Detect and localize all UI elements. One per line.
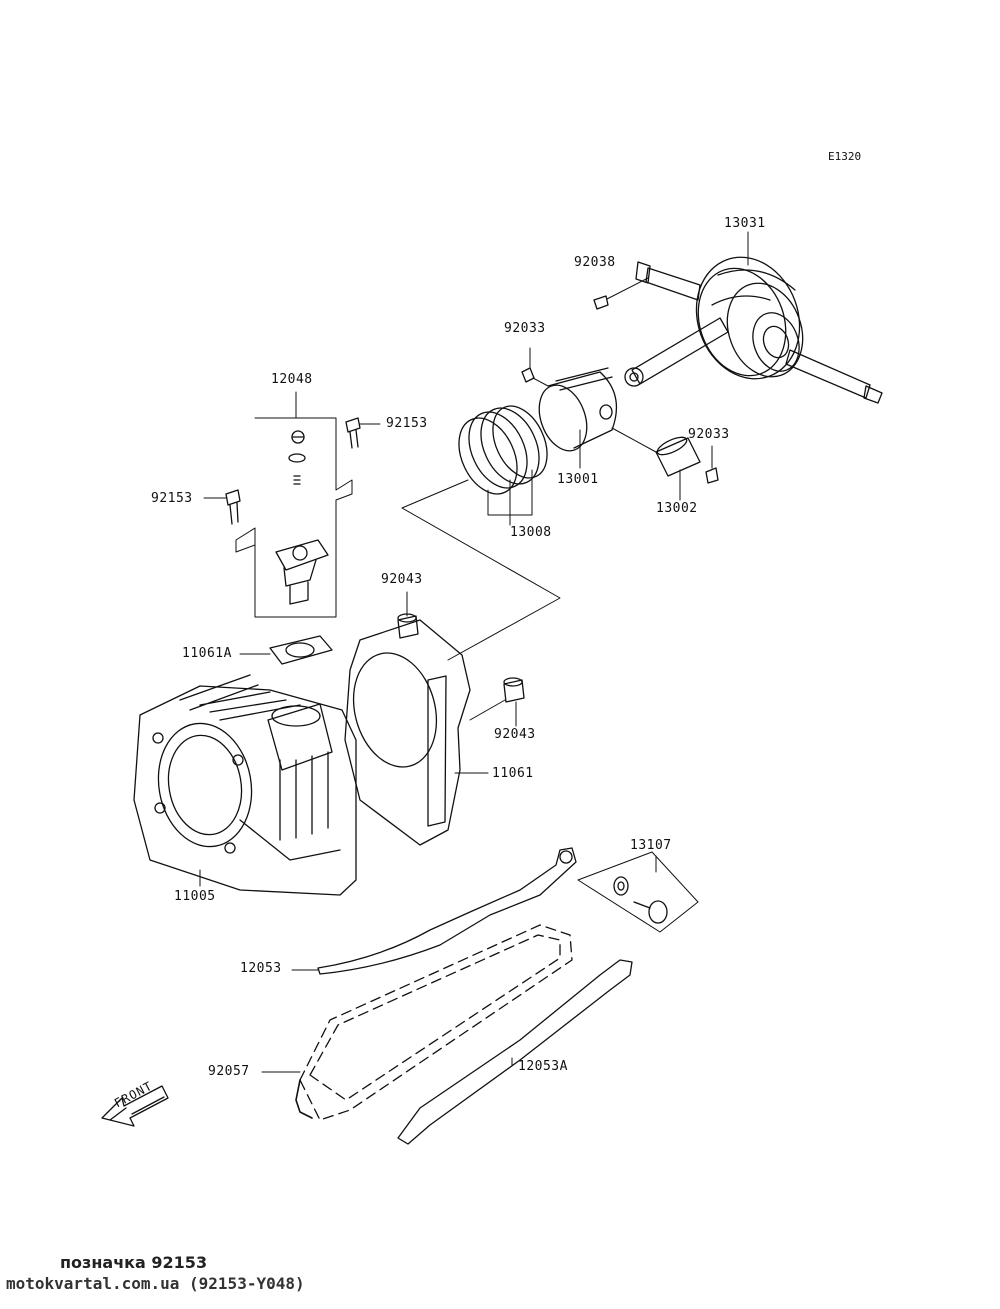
gasket-11061A [269,635,333,665]
part-label-92153-left: 92153 [151,491,193,506]
part-label-13031: 13031 [724,216,766,231]
cam-chain-92057 [299,924,573,1121]
bolt-set-13107 [577,851,699,933]
part-label-92043-top: 92043 [381,572,423,587]
leader-92043-bottom [469,699,506,721]
clip-92033-top [521,367,535,383]
part-label-92043-bottom: 92043 [494,727,536,742]
part-label-13002: 13002 [656,501,698,516]
key-92038 [593,295,609,310]
part-label-12053A: 12053A [518,1059,568,1074]
part-label-92033-top: 92033 [504,321,546,336]
part-label-12048: 12048 [271,372,313,387]
crankshaft-13031 [624,256,883,404]
part-label-11061: 11061 [492,766,534,781]
part-label-13107: 13107 [630,838,672,853]
part-label-13001: 13001 [557,472,599,487]
piston-pin-13002 [655,436,701,477]
diagram-code: E1320 [828,150,862,163]
part-label-11061A: 11061A [182,646,232,661]
part-label-92033-right: 92033 [688,427,730,442]
part-label-11005: 11005 [174,889,216,904]
tensioner-12048 [235,417,353,618]
part-label-92038: 92038 [574,255,616,270]
part-label-13008: 13008 [510,525,552,540]
chain-guide-12053A [397,959,633,1145]
bracket-13008 [487,469,533,516]
piston-13001 [538,367,618,452]
leader-92038 [606,277,649,300]
footer-source: motokvartal.com.ua (92153-Y048) [6,1274,305,1293]
chain-guide-12053 [317,847,577,975]
clip-92033-right [705,467,719,484]
piston-rings-13008 [458,405,548,495]
front-arrow-icon [101,1085,169,1127]
bolt-92153-top [345,417,361,449]
assembly-line [401,479,561,661]
gasket-11061 [344,619,471,846]
cylinder-11005 [133,674,357,896]
part-label-92057: 92057 [208,1064,250,1079]
part-label-12053: 12053 [240,961,282,976]
part-label-92153-top: 92153 [386,416,428,431]
footer-part-note: позначка 92153 [60,1253,208,1272]
bolt-92153-left [225,489,241,525]
dowel-92043-bottom [503,677,525,703]
